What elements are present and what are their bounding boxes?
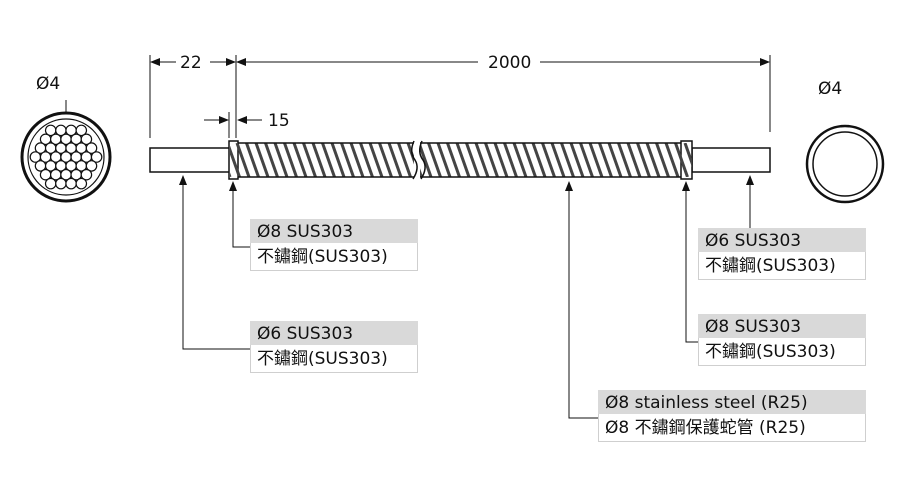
tube-winding: [522, 143, 537, 177]
label-right-end: Ø6 SUS303 不鏽鋼(SUS303): [698, 228, 866, 280]
tube-winding: [397, 143, 412, 177]
dim-22-text: 22: [180, 53, 202, 73]
label-left-sleeve-spec: Ø8 SUS303: [250, 219, 418, 243]
left-cross-section: [20, 100, 112, 203]
dim-15-text: 15: [268, 111, 290, 131]
left-end-tip: [149, 147, 231, 173]
tube-winding: [359, 143, 374, 177]
tube-winding: [531, 143, 547, 177]
tube-winding: [264, 143, 279, 177]
right-end-tip: [691, 147, 771, 173]
label-right-end-spec: Ø6 SUS303: [698, 228, 866, 252]
tube-winding: [378, 143, 393, 177]
tube-winding: [292, 143, 308, 177]
label-tube: Ø8 stainless steel (R25) Ø8 不鏽鋼保護蛇管 (R25…: [598, 390, 866, 442]
tube-winding: [664, 143, 680, 177]
label-tube-material: Ø8 不鏽鋼保護蛇管 (R25): [598, 414, 866, 442]
fiber: [85, 142, 98, 154]
tube-winding: [541, 143, 556, 177]
tube-winding: [645, 143, 661, 177]
tube-winding: [484, 143, 499, 177]
fiber: [85, 160, 98, 172]
tube-winding: [636, 143, 651, 177]
fiber: [65, 177, 77, 190]
tube-winding: [560, 143, 575, 177]
tube-winding: [273, 143, 289, 177]
tube-winding: [230, 145, 241, 177]
tube-winding: [406, 143, 414, 165]
dim-2000-text: 2000: [488, 53, 531, 73]
tube-winding: [588, 143, 604, 177]
break-line-left: [411, 140, 418, 180]
tube-winding: [427, 143, 442, 177]
tube-winding: [683, 143, 692, 168]
tube-winding: [493, 143, 509, 177]
tube-winding: [569, 143, 585, 177]
armored-tube: [230, 140, 692, 180]
tube-winding: [311, 143, 327, 177]
dimension-2000: [236, 55, 771, 132]
tube-winding: [235, 143, 251, 177]
label-left-sleeve-material: 不鏽鋼(SUS303): [250, 243, 418, 271]
tube-winding: [446, 143, 461, 177]
label-left-end-material: 不鏽鋼(SUS303): [250, 345, 418, 373]
label-left-sleeve: Ø8 SUS303 不鏽鋼(SUS303): [250, 219, 418, 271]
tube-winding: [455, 143, 471, 177]
tube-winding: [503, 143, 518, 177]
tube-winding: [368, 143, 384, 177]
tube-winding: [674, 143, 689, 177]
tube-winding: [512, 143, 528, 177]
fiber: [80, 168, 93, 181]
label-right-sleeve-material: 不鏽鋼(SUS303): [698, 338, 866, 366]
tube-winding: [420, 143, 433, 177]
tube-winding: [340, 143, 355, 177]
tube-winding: [245, 143, 260, 177]
label-right-sleeve: Ø8 SUS303 不鏽鋼(SUS303): [698, 314, 866, 366]
tube-winding: [550, 143, 566, 177]
label-tube-spec: Ø8 stainless steel (R25): [598, 390, 866, 414]
dimension-22: [149, 55, 237, 138]
fiber: [44, 177, 57, 190]
tube-winding: [607, 143, 623, 177]
tube-winding: [474, 143, 490, 177]
tube-winding: [436, 143, 452, 177]
label-left-end-spec: Ø6 SUS303: [250, 321, 418, 345]
fiber: [55, 177, 67, 190]
tube-winding: [655, 143, 670, 177]
dimension-15: [204, 112, 262, 138]
tube-winding: [283, 143, 298, 177]
left-diameter-label: Ø4: [36, 74, 60, 94]
fiber: [90, 151, 103, 163]
tube-winding: [626, 143, 642, 177]
label-right-sleeve-spec: Ø8 SUS303: [698, 314, 866, 338]
tube-winding: [349, 143, 365, 177]
label-left-end: Ø6 SUS303 不鏽鋼(SUS303): [250, 321, 418, 373]
right-cross-section: [805, 124, 885, 204]
tube-winding: [617, 143, 632, 177]
label-right-end-material: 不鏽鋼(SUS303): [698, 252, 866, 280]
break-line-right: [419, 140, 426, 180]
tube-winding: [465, 143, 480, 177]
fiber: [75, 124, 88, 137]
tube-winding: [302, 143, 317, 177]
tube-winding: [254, 143, 270, 177]
fiber: [80, 133, 93, 146]
tube-winding: [598, 143, 613, 177]
right-diameter-label: Ø4: [818, 79, 842, 99]
tube-winding: [387, 143, 403, 177]
leader-lines: [179, 175, 754, 419]
fiber-bundle: [29, 124, 103, 190]
tube-winding: [579, 143, 594, 177]
fiber: [75, 177, 88, 190]
tube-winding: [330, 143, 346, 177]
tube-winding: [321, 143, 336, 177]
